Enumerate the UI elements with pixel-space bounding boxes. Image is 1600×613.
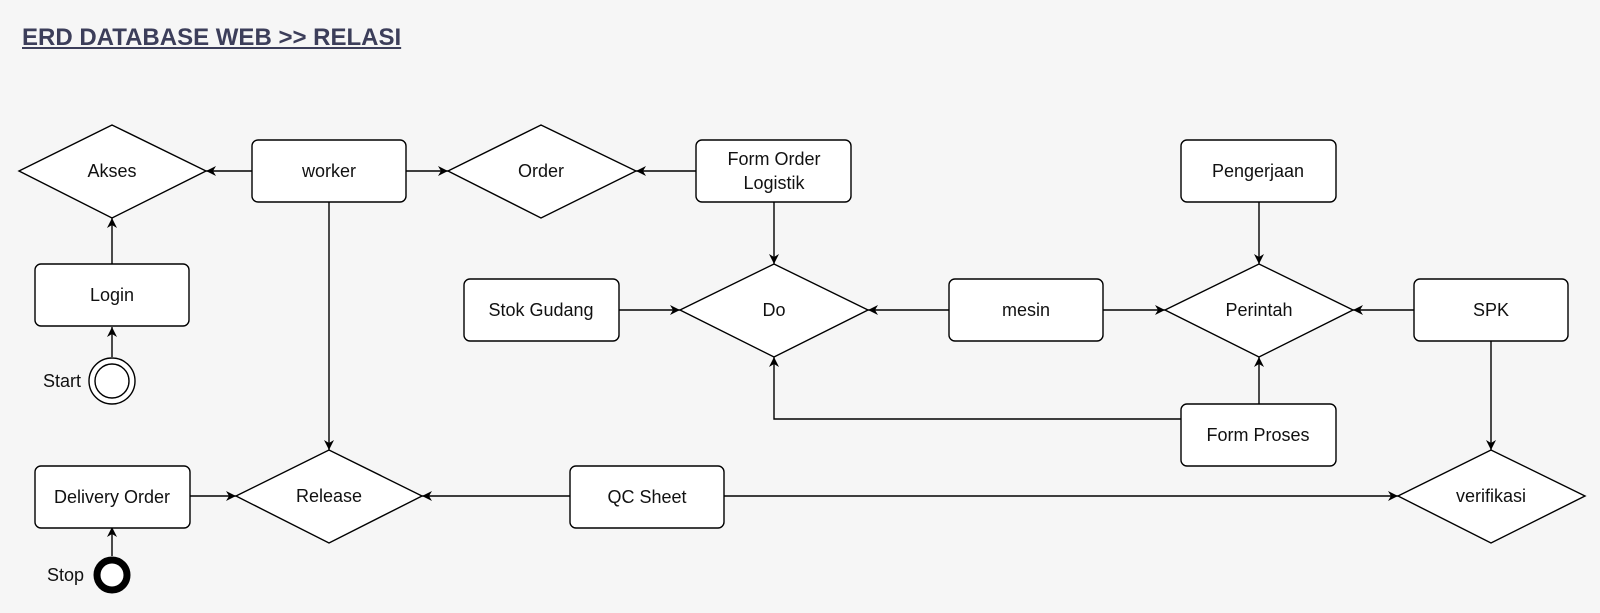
relationship-order[interactable]: Order [446, 124, 638, 219]
entity-mesin-label: mesin [1002, 300, 1050, 320]
entity-worker[interactable]: worker [251, 139, 407, 203]
relationship-perintah-label: Perintah [1225, 300, 1292, 320]
relationship-akses[interactable]: Akses [17, 124, 208, 219]
entity-login[interactable]: Login [34, 263, 190, 327]
stop-node[interactable]: Stop [47, 556, 131, 594]
stop-ring-icon [93, 556, 131, 594]
relationship-verifikasi[interactable]: verifikasi [1396, 449, 1587, 544]
entity-qc-sheet-label: QC Sheet [607, 487, 686, 507]
entity-form-order-logistik-label-line1: Form Order [727, 149, 820, 169]
entity-form-proses[interactable]: Form Proses [1180, 403, 1337, 467]
entity-spk[interactable]: SPK [1413, 278, 1569, 342]
page-title: ERD DATABASE WEB >> RELASI [22, 24, 402, 51]
entity-form-proses-label: Form Proses [1206, 425, 1309, 445]
entity-form-order-logistik-label-line2: Logistik [743, 173, 805, 193]
relationship-do-label: Do [762, 300, 785, 320]
edge-formproses-do [769, 357, 1181, 420]
entity-worker-label: worker [301, 161, 356, 181]
relationship-release-label: Release [296, 486, 362, 506]
relationship-order-label: Order [518, 161, 564, 181]
entity-pengerjaan-label: Pengerjaan [1212, 161, 1304, 181]
relationship-release[interactable]: Release [234, 449, 424, 544]
stop-label: Stop [47, 565, 84, 585]
entity-login-label: Login [90, 285, 134, 305]
entity-delivery-order-label: Delivery Order [54, 487, 170, 507]
relationship-perintah[interactable]: Perintah [1163, 263, 1355, 358]
entity-stok-gudang[interactable]: Stok Gudang [463, 278, 620, 342]
edges [107, 166, 1496, 556]
entity-spk-label: SPK [1473, 300, 1509, 320]
start-node[interactable]: Start [43, 357, 136, 405]
entity-qc-sheet[interactable]: QC Sheet [569, 465, 725, 529]
entity-delivery-order[interactable]: Delivery Order [34, 465, 191, 529]
entity-stok-gudang-label: Stok Gudang [488, 300, 593, 320]
relationship-do[interactable]: Do [678, 263, 870, 358]
start-label: Start [43, 371, 81, 391]
entity-form-order-logistik[interactable]: Form Order Logistik [695, 139, 852, 203]
start-inner-ring-icon [94, 363, 130, 399]
entity-pengerjaan[interactable]: Pengerjaan [1180, 139, 1337, 203]
relationship-akses-label: Akses [87, 161, 136, 181]
relationship-verifikasi-label: verifikasi [1456, 486, 1526, 506]
entity-mesin[interactable]: mesin [948, 278, 1104, 342]
